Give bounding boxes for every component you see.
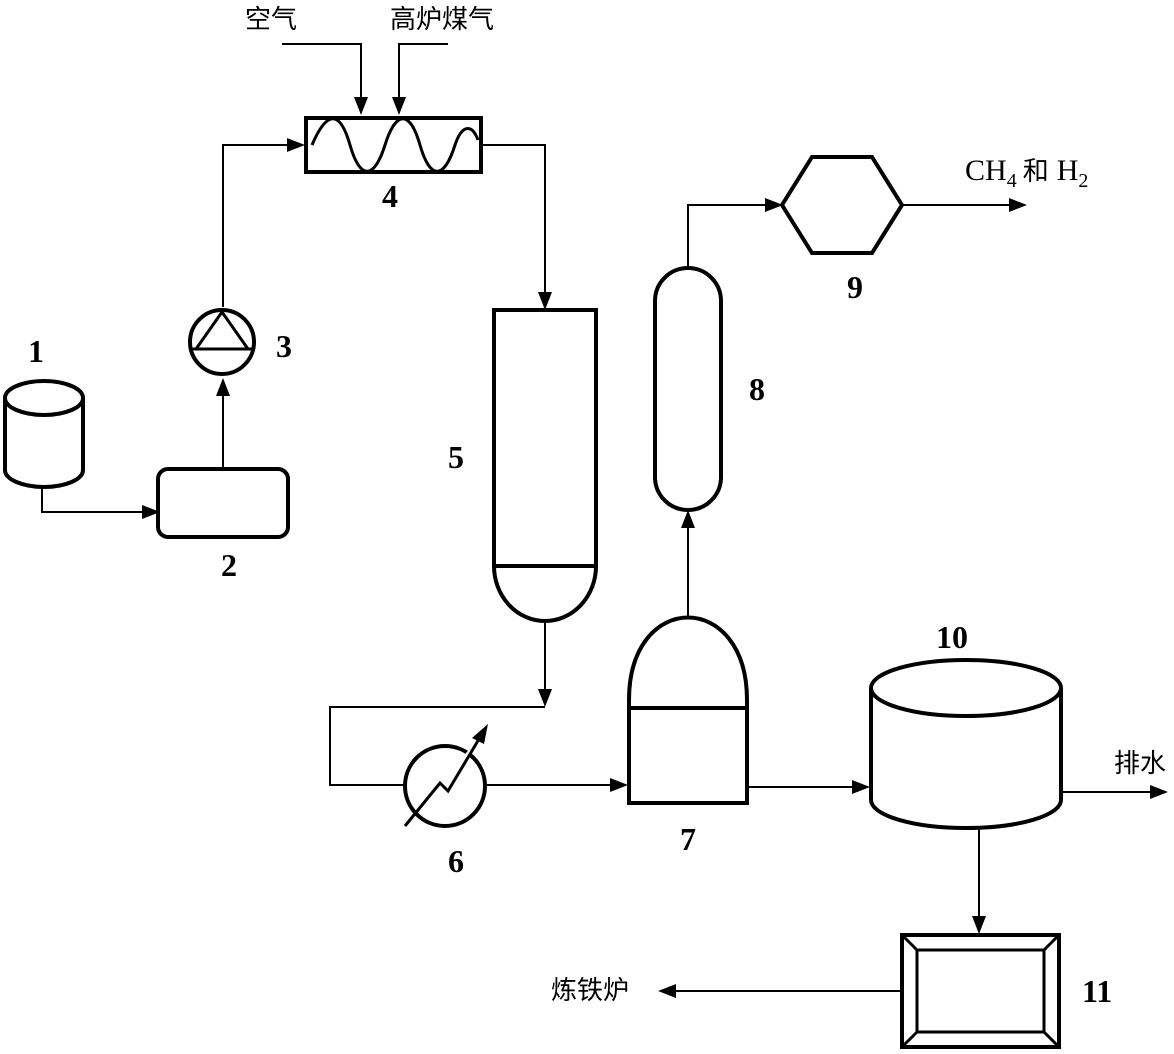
pipes (41, 43, 1168, 998)
equipment-7-separator (627, 615, 749, 805)
arrowhead-bfgas (392, 97, 406, 115)
arrowhead-into-8 (681, 510, 695, 528)
arrowhead-into-7 (610, 778, 628, 792)
arrowhead-drain (1150, 785, 1168, 799)
equipment-10-tank (869, 658, 1063, 830)
arrowhead-air (354, 97, 368, 115)
heating-coil-icon (310, 117, 480, 173)
label-10: 10 (936, 619, 968, 655)
label-5: 5 (448, 439, 464, 475)
label-9: 9 (847, 269, 863, 305)
arrowhead-into-10 (852, 780, 870, 794)
label-4: 4 (382, 178, 398, 214)
equipment-numbers: 1 2 3 4 5 6 7 8 9 10 11 (28, 178, 1112, 1009)
equipment-5-reactor (492, 308, 598, 623)
label-11: 11 (1082, 973, 1112, 1009)
pipe-3-to-4 (222, 144, 287, 307)
pipe-4-to-5 (481, 144, 546, 292)
equipment-6-cooler (403, 724, 488, 828)
label-ironmaking-furnace: 炼铁炉 (551, 976, 629, 1006)
label-2: 2 (221, 547, 237, 583)
pipe-8-to-9 (687, 204, 765, 269)
equipment-4-heater (304, 116, 483, 174)
label-7: 7 (680, 821, 696, 857)
equipment-3-pump (188, 308, 256, 376)
arrowhead-into-4 (287, 138, 305, 152)
label-6: 6 (448, 843, 464, 879)
arrowhead-into-5 (538, 292, 552, 310)
label-8: 8 (749, 371, 765, 407)
equipment-8-vessel (653, 266, 723, 512)
arrowhead-furnace (658, 984, 676, 998)
pipe-5-to-6 (329, 706, 545, 786)
label-air: 空气 (245, 5, 297, 35)
arrowhead-into-3 (216, 378, 230, 396)
arrowhead-into-9 (765, 198, 783, 212)
equipment-2-box (156, 467, 290, 539)
label-drain: 排水 (1114, 749, 1166, 779)
label-3: 3 (276, 328, 292, 364)
label-bf-gas: 高炉煤气 (390, 5, 494, 35)
pipe-bfgas-to-4 (398, 43, 448, 97)
equipment-9-hexagon (779, 155, 905, 255)
pipe-air-to-4 (282, 43, 362, 97)
label-1: 1 (28, 333, 44, 369)
arrowhead-into-11 (972, 916, 986, 934)
arrowhead-into-2 (142, 505, 160, 519)
arrowhead-product (1009, 198, 1027, 212)
equipment-1-tank (2, 379, 85, 489)
pipe-1-to-2 (41, 487, 142, 513)
cooler-zigzag-icon (403, 733, 484, 827)
equipment-11-frame (900, 933, 1061, 1049)
arrowhead-5-out (538, 689, 552, 707)
